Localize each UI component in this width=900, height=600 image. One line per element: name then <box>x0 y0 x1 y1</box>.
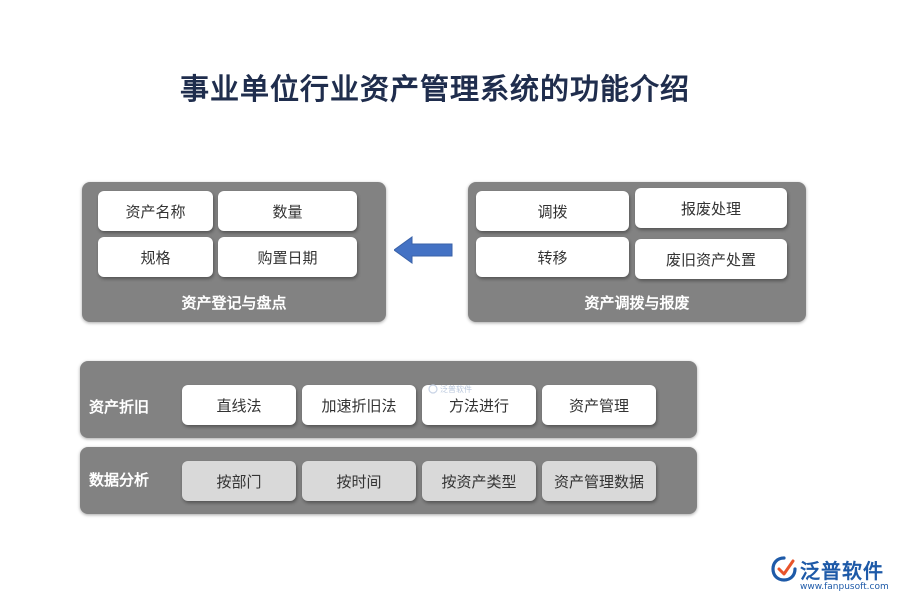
watermark: 泛普软件 <box>440 385 472 394</box>
depreciation-item-straight-line: 直线法 <box>182 385 296 425</box>
transfer-item-move: 转移 <box>476 237 629 277</box>
analysis-item-asset-data: 资产管理数据 <box>542 461 656 501</box>
depreciation-item-method: 方法进行 <box>422 385 536 425</box>
depreciation-item-asset-management: 资产管理 <box>542 385 656 425</box>
registration-panel: 资产名称 数量 规格 购置日期 资产登记与盘点 <box>82 182 386 322</box>
brand-logo: 泛普软件 www.fanpusoft.com <box>770 553 892 597</box>
arrow-left-icon <box>394 236 453 264</box>
transfer-panel-label: 资产调拨与报废 <box>584 294 690 312</box>
analysis-panel: 数据分析 按部门 按时间 按资产类型 资产管理数据 <box>80 447 697 514</box>
registration-item-name: 资产名称 <box>98 191 213 231</box>
registration-item-quantity: 数量 <box>218 191 357 231</box>
depreciation-item-accelerated: 加速折旧法 <box>302 385 416 425</box>
depreciation-panel: 资产折旧 直线法 加速折旧法 方法进行 资产管理 <box>80 361 697 438</box>
analysis-item-by-asset-type: 按资产类型 <box>422 461 536 501</box>
registration-panel-label: 资产登记与盘点 <box>181 294 287 312</box>
watermark-logo-icon <box>428 384 438 394</box>
transfer-item-allocate: 调拨 <box>476 191 629 231</box>
registration-item-purchase-date: 购置日期 <box>218 237 357 277</box>
transfer-item-waste-disposal: 废旧资产处置 <box>635 239 787 279</box>
analysis-label: 数据分析 <box>89 471 150 489</box>
transfer-item-scrap: 报废处理 <box>635 188 787 228</box>
brand-logo-name: 泛普软件 <box>800 559 884 583</box>
transfer-panel: 调拨 报废处理 转移 废旧资产处置 资产调拨与报废 <box>468 182 806 322</box>
analysis-item-by-time: 按时间 <box>302 461 416 501</box>
page-title: 事业单位行业资产管理系统的功能介绍 <box>179 72 690 106</box>
brand-logo-icon <box>771 556 797 582</box>
brand-logo-url: www.fanpusoft.com <box>800 582 889 592</box>
depreciation-label: 资产折旧 <box>89 398 150 416</box>
analysis-item-by-department: 按部门 <box>182 461 296 501</box>
registration-item-spec: 规格 <box>98 237 213 277</box>
